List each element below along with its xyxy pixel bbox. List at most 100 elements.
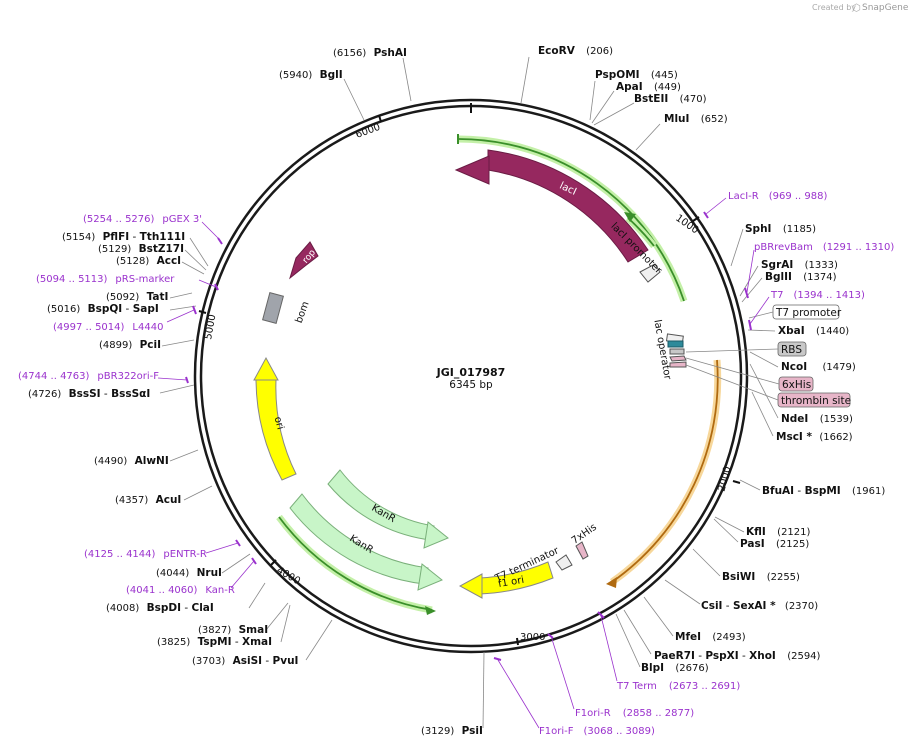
orf-arc-orange — [609, 359, 722, 585]
primer-l4440[interactable]: (4997 .. 5014)L4440 — [53, 322, 163, 333]
primer-laci-r[interactable]: LacI-R(969 .. 988) — [728, 191, 827, 202]
tick-label-5000: 5000 — [203, 314, 218, 341]
feature-kanr-1-arrowhead — [423, 521, 449, 549]
primer-kan-r[interactable]: (4041 .. 4060)Kan-R — [126, 585, 235, 596]
feature-6xhis-mark — [669, 355, 687, 362]
orf-arc-orange-line — [611, 359, 719, 583]
orf-arc-orange-arrow — [606, 577, 617, 588]
6xhis-label: 6xHis — [782, 379, 811, 391]
primer-t7-term[interactable]: T7 Term(2673 .. 2691) — [616, 681, 740, 692]
orf-arc-kanr-arrow — [425, 606, 436, 615]
credit-prefix: Created by — [812, 3, 856, 12]
site-tati[interactable]: (5092) TatI — [106, 291, 168, 303]
feature-t7-terminator — [555, 554, 573, 571]
site-bspqi-sapi[interactable]: (5016) BspQI - SapI — [47, 303, 159, 315]
site-sgrai[interactable]: SgrAI (1333) — [761, 259, 838, 271]
site-paer7i-pspxi-xhoi[interactable]: PaeR7I - PspXI - XhoI (2594) — [654, 650, 821, 662]
site-apai[interactable]: ApaI (449) — [616, 81, 681, 93]
primer-pentr-r[interactable]: (4125 .. 4144)pENTR-R — [84, 549, 207, 560]
sites-left: (6156) PshAI (5940) BglI (5154) PflFI - … — [28, 47, 407, 667]
feature-f1-ori — [479, 561, 554, 595]
feature-rbs-mark — [669, 348, 685, 355]
primer-t7[interactable]: T7(1394 .. 1413) — [770, 290, 865, 301]
site-pasi[interactable]: PasI (2125) — [740, 538, 809, 550]
primers: LacI-R(969 .. 988) pBRrevBam(1291 .. 131… — [18, 191, 894, 737]
site-bsiwi[interactable]: BsiWI (2255) — [722, 571, 800, 583]
feature-ori-arrowhead — [253, 356, 279, 381]
site-pshai[interactable]: (6156) PshAI — [333, 47, 407, 59]
feature-bom — [262, 292, 284, 324]
site-asisi-pvui[interactable]: (3703) AsiSI - PvuI — [192, 655, 298, 667]
feature-laci — [487, 149, 649, 263]
plasmid-size: 6345 bp — [449, 379, 493, 391]
site-bsteii[interactable]: BstEII (470) — [634, 93, 707, 105]
tick-label-3000: 3000 — [520, 632, 545, 643]
site-sphi[interactable]: SphI (1185) — [745, 223, 816, 235]
site-csii-sexai[interactable]: CsiI - SexAI * (2370) — [701, 600, 818, 612]
site-bsssi-bsssai[interactable]: (4726) BssSI - BssSαI — [28, 388, 150, 400]
feature-7xhis-label: 7xHis — [570, 522, 599, 547]
site-nrui[interactable]: (4044) NruI — [156, 567, 222, 579]
site-ndei[interactable]: NdeI (1539) — [781, 413, 853, 425]
snapgene-credit: Created by ⬡ SnapGene — [812, 3, 909, 14]
site-psii[interactable]: (3129) PsiI — [421, 725, 483, 737]
t7-promoter-label: T7 promoter — [775, 307, 842, 319]
primer-f1ori-f[interactable]: F1ori-F(3068 .. 3089) — [539, 726, 655, 737]
site-acui[interactable]: (4357) AcuI — [115, 494, 181, 506]
boxed-labels: T7 promoter RBS 6xHis thrombin site — [685, 304, 851, 408]
thrombin-site-label: thrombin site — [781, 395, 851, 407]
site-bspdi-clai[interactable]: (4008) BspDI - ClaI — [106, 602, 214, 614]
feature-ori-label: ori — [272, 416, 286, 431]
site-acci[interactable]: (5128) AccI — [116, 255, 181, 267]
site-pflfi-tth111i[interactable]: (5154) PflFI - Tth111I — [62, 231, 185, 243]
feature-kanr-2-arrowhead — [417, 563, 443, 591]
site-leader-lines — [482, 56, 779, 729]
site-mfei[interactable]: MfeI (2493) — [675, 631, 746, 643]
feature-ori — [255, 379, 297, 481]
feature-f1-ori-label: f1 ori — [497, 575, 525, 590]
site-xbai[interactable]: XbaI (1440) — [778, 325, 849, 337]
credit-brand: SnapGene — [862, 3, 909, 13]
site-pspomi[interactable]: PspOMI (445) — [595, 69, 678, 81]
site-alwni[interactable]: (4490) AlwNI — [94, 455, 169, 467]
site-blpi[interactable]: BlpI (2676) — [641, 662, 709, 674]
orf-arc-laci-line — [457, 138, 685, 302]
feature-7xhis — [575, 541, 589, 560]
site-ncoi[interactable]: NcoI (1479) — [781, 361, 856, 373]
site-tspmi-xmai[interactable]: (3825) TspMI - XmaI — [157, 636, 272, 648]
feature-f1-ori-arrowhead — [458, 573, 483, 599]
feature-kanr-1 — [327, 469, 435, 541]
site-bgli[interactable]: (5940) BglI — [279, 69, 343, 81]
tick-label-2000: 2000 — [717, 465, 734, 492]
sites-right: EcoRV (206) PspOMI (445) ApaI (449) BstE… — [421, 45, 885, 737]
site-smai[interactable]: (3827) SmaI — [198, 624, 268, 636]
site-pcii[interactable]: (4899) PciI — [99, 339, 161, 351]
orf-arc-laci-inner-arrow — [624, 212, 636, 222]
site-bstz17i[interactable]: (5129) BstZ17I — [98, 243, 184, 255]
site-bfuai-bspmi[interactable]: BfuAI - BspMI (1961) — [762, 485, 885, 497]
feature-bom-label: bom — [294, 300, 312, 325]
feature-thrombin-mark — [669, 361, 687, 368]
feature-laci-promoter — [639, 263, 661, 283]
feature-rop — [289, 241, 319, 280]
site-kfli[interactable]: KflI (2121) — [746, 526, 811, 538]
site-ecorv[interactable]: EcoRV (206) — [538, 45, 613, 57]
primer-f1ori-r[interactable]: F1ori-R(2858 .. 2877) — [575, 708, 694, 719]
primer-pgex-3[interactable]: (5254 .. 5276)pGEX 3' — [83, 214, 202, 225]
site-leader-lines-left — [159, 57, 412, 661]
primer-pbrrevbam[interactable]: pBRrevBam(1291 .. 1310) — [754, 242, 894, 253]
feature-laci-arrowhead — [454, 155, 490, 185]
site-bglii[interactable]: BglII (1374) — [765, 271, 837, 283]
primer-prs-marker[interactable]: (5094 .. 5113)pRS-marker — [36, 274, 175, 285]
snapgene-logo-icon: ⬡ — [852, 3, 861, 14]
primer-leaders — [157, 197, 770, 729]
orf-arc-kanr-line — [278, 516, 433, 611]
primer-pbr322ori-f[interactable]: (4744 .. 4763)pBR322ori-F — [18, 371, 159, 382]
major-ticks — [198, 114, 741, 646]
feature-t7-promoter-mark — [667, 340, 684, 348]
site-msci[interactable]: MscI * (1662) — [776, 431, 853, 443]
plasmid-backbone — [193, 98, 749, 654]
site-mlui[interactable]: MluI (652) — [664, 113, 728, 125]
rbs-label: RBS — [781, 344, 802, 356]
